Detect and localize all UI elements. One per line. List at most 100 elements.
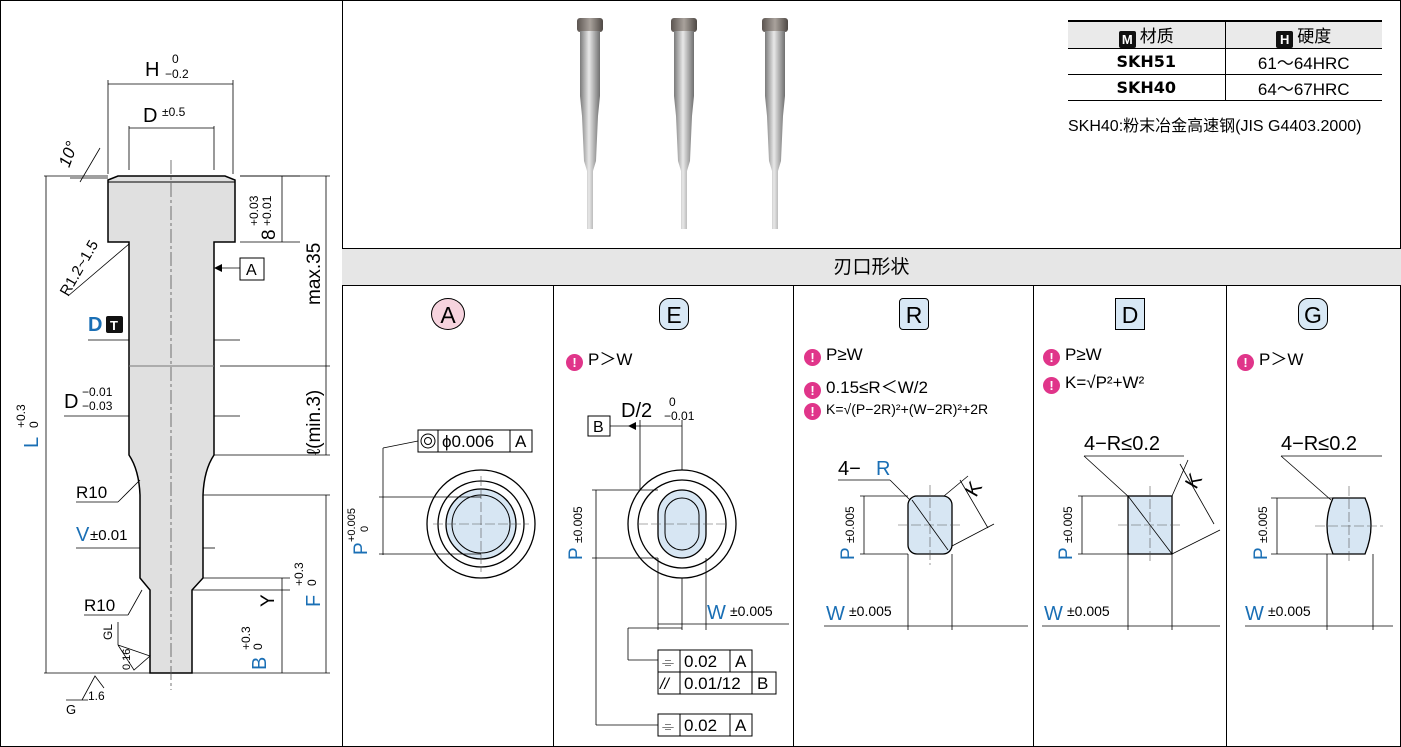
shape-G-condition: !P＞W xyxy=(1237,345,1303,371)
warning-icon: ! xyxy=(1043,349,1060,366)
shape-D-condition: !K=√P²+W² xyxy=(1043,373,1144,394)
svg-text:R: R xyxy=(876,458,890,480)
material-icon: M xyxy=(1118,31,1136,48)
svg-text:D: D xyxy=(88,314,102,336)
warning-icon: ! xyxy=(566,354,583,371)
svg-text:8: 8 xyxy=(259,229,280,240)
col-divider xyxy=(1226,286,1227,747)
svg-text:D/2: D/2 xyxy=(621,400,652,422)
svg-text:V: V xyxy=(76,524,90,546)
svg-text:±0.01: ±0.01 xyxy=(90,527,127,544)
svg-text://: // xyxy=(659,676,670,693)
punch-photo-3 xyxy=(762,18,788,229)
svg-text:W: W xyxy=(826,603,845,625)
svg-text:−0.03: −0.03 xyxy=(82,399,113,413)
svg-text:0: 0 xyxy=(27,421,41,428)
svg-text:1.6: 1.6 xyxy=(88,689,105,703)
svg-text:0: 0 xyxy=(359,526,371,532)
col-divider xyxy=(1033,286,1034,747)
warning-icon: ! xyxy=(1043,377,1060,394)
svg-text:A: A xyxy=(515,432,527,451)
punch-body xyxy=(107,175,236,674)
svg-text:±0.005: ±0.005 xyxy=(1061,506,1075,543)
svg-text:A: A xyxy=(735,716,747,735)
svg-text:±0.005: ±0.005 xyxy=(1256,506,1270,543)
svg-text:±0.5: ±0.5 xyxy=(162,105,186,119)
svg-text:0.02: 0.02 xyxy=(684,652,717,671)
hardness-icon: H xyxy=(1276,31,1294,48)
svg-text:±0.005: ±0.005 xyxy=(1067,603,1110,619)
svg-text:+0.03: +0.03 xyxy=(247,195,261,226)
svg-text:L: L xyxy=(21,437,43,448)
svg-text:P: P xyxy=(838,547,859,560)
shape-badge-E: E xyxy=(659,298,689,330)
svg-text:±0.005: ±0.005 xyxy=(571,506,585,543)
svg-text:⌯: ⌯ xyxy=(662,718,674,735)
punch-drawing: H 0 −0.2 D ±0.5 10° 8 +0.03 +0.01 max.35… xyxy=(14,52,330,717)
shape-G-drawing: 4−R≤0.2 P ±0.005 W ±0.005 xyxy=(1245,433,1393,630)
svg-text:0: 0 xyxy=(669,395,676,409)
product-photo xyxy=(577,18,788,229)
edge-shape-title: 刃口形状 xyxy=(342,248,1401,286)
svg-text:Y: Y xyxy=(258,594,279,607)
svg-text:W: W xyxy=(707,602,726,624)
warning-icon: ! xyxy=(804,403,821,420)
svg-text:+0.3: +0.3 xyxy=(14,404,28,428)
svg-text:P: P xyxy=(1251,547,1272,560)
warning-icon: ! xyxy=(804,382,821,399)
svg-text:W: W xyxy=(1245,603,1264,625)
svg-text:−0.01: −0.01 xyxy=(82,385,113,399)
svg-text:B: B xyxy=(593,419,604,436)
svg-text:0: 0 xyxy=(305,579,319,586)
svg-text:+0.005: +0.005 xyxy=(346,508,358,542)
svg-text:−0.2: −0.2 xyxy=(165,67,189,81)
svg-text:+0.3: +0.3 xyxy=(239,626,253,650)
warning-icon: ! xyxy=(1237,354,1254,371)
shape-A-drawing: ϕ0.006 A P +0.005 0 xyxy=(346,429,536,579)
shape-R-condition: !P≥W xyxy=(804,345,863,366)
panel-divider xyxy=(342,0,343,747)
svg-text:ϕ0.006: ϕ0.006 xyxy=(442,432,494,451)
svg-text:±0.005: ±0.005 xyxy=(730,603,773,619)
punch-photo-1 xyxy=(577,18,603,229)
svg-text:0.16: 0.16 xyxy=(121,649,133,670)
svg-text:4−R≤0.2: 4−R≤0.2 xyxy=(1281,433,1357,455)
svg-text:F: F xyxy=(303,595,325,607)
svg-text:ℓ(min.3): ℓ(min.3) xyxy=(304,390,325,455)
warning-icon: ! xyxy=(804,349,821,366)
svg-text:G: G xyxy=(66,702,76,717)
svg-text:R10: R10 xyxy=(76,483,107,502)
svg-text:±0.005: ±0.005 xyxy=(843,506,857,543)
svg-text:K: K xyxy=(961,477,987,500)
shape-R-drawing: 4− R K P ±0.005 W ±0.005 xyxy=(824,458,1028,630)
svg-text:±0.005: ±0.005 xyxy=(849,603,892,619)
svg-text:B: B xyxy=(249,657,271,670)
shape-D-drawing: 4−R≤0.2 K P ±0.005 W ±0.005 xyxy=(1042,433,1221,630)
svg-text:A: A xyxy=(735,652,747,671)
shape-badge-A: A xyxy=(431,298,465,330)
svg-text:0.02: 0.02 xyxy=(684,716,717,735)
svg-text:T: T xyxy=(110,318,118,333)
svg-text:−0.01: −0.01 xyxy=(664,409,695,423)
svg-text:+0.01: +0.01 xyxy=(260,195,274,226)
svg-text:A: A xyxy=(246,262,257,279)
svg-text:D: D xyxy=(64,391,78,413)
svg-text:4−: 4− xyxy=(838,458,861,480)
svg-text:P: P xyxy=(351,542,372,555)
svg-text:P: P xyxy=(1056,547,1077,560)
svg-text:max.35: max.35 xyxy=(304,243,325,305)
svg-text:D: D xyxy=(143,105,157,127)
shape-D-condition: !P≥W xyxy=(1043,345,1102,366)
svg-text:R10: R10 xyxy=(84,596,115,615)
shape-badge-R: R xyxy=(899,298,929,330)
svg-text:W: W xyxy=(1044,603,1063,625)
material-note: SKH40:粉末冶金高速钢(JIS G4403.2000) xyxy=(1068,118,1362,135)
shape-badge-D: D xyxy=(1115,298,1145,330)
col-divider xyxy=(553,286,554,747)
col-divider xyxy=(793,286,794,747)
svg-text:R1.2~1.5: R1.2~1.5 xyxy=(57,237,102,299)
shape-R-condition: !K=√(P−2R)²+(W−2R)²+2R xyxy=(804,401,988,420)
